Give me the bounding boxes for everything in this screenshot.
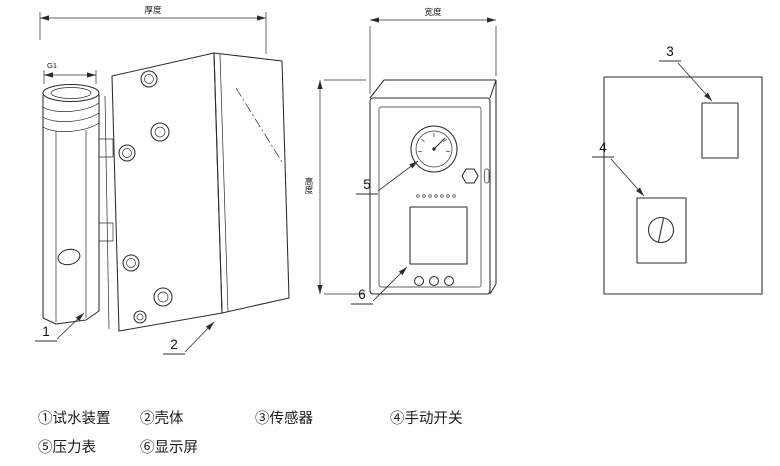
callout-5: 5 xyxy=(356,160,419,195)
thickness-dimension: 厚度 xyxy=(39,5,267,54)
control-buttons xyxy=(413,275,455,287)
callout-1: 1 xyxy=(35,312,85,342)
back-panel xyxy=(603,76,763,295)
front-view: 宽度 高度 xyxy=(304,7,497,305)
manual-switch xyxy=(636,197,687,264)
callout-4-number: 4 xyxy=(599,140,607,155)
legend-item-display: ⑥显示屏 xyxy=(140,439,198,456)
legend-item-manual-switch: ④手动开关 xyxy=(390,410,463,427)
boss-holes xyxy=(118,70,173,324)
callout-1-number: 1 xyxy=(42,324,50,339)
callout-6-number: 6 xyxy=(358,287,366,302)
gauge-ticks xyxy=(418,133,450,153)
legend: ①试水装置 ②壳体 ③传感器 ④手动开关 ⑤压力表 ⑥显示屏 xyxy=(38,410,463,456)
drain-hole xyxy=(57,248,81,266)
callout-5-number: 5 xyxy=(363,177,371,192)
legend-item-pressure-gauge: ⑤压力表 xyxy=(38,439,96,456)
housing xyxy=(111,52,290,332)
callout-6: 6 xyxy=(351,266,408,305)
thread-size-label: G1 xyxy=(47,61,57,70)
gauge-needle xyxy=(433,137,446,150)
back-view: 3 4 xyxy=(592,44,763,295)
callout-3-number: 3 xyxy=(666,44,674,59)
controller-body xyxy=(369,79,497,295)
legend-item-housing: ②壳体 xyxy=(140,410,184,427)
callout-3: 3 xyxy=(659,44,713,102)
thickness-label: 厚度 xyxy=(144,5,162,15)
legend-item-sensor: ③传感器 xyxy=(255,410,313,427)
test-pipe xyxy=(42,83,100,325)
height-label: 高度 xyxy=(304,176,314,195)
display-screen xyxy=(409,206,468,265)
callout-4: 4 xyxy=(592,140,645,197)
side-view: 厚度 G1 xyxy=(35,5,290,355)
callout-2-number: 2 xyxy=(170,337,178,352)
led-dots xyxy=(416,194,456,198)
sensor-block xyxy=(701,102,739,159)
width-dimension: 宽度 xyxy=(369,7,497,94)
callout-2: 2 xyxy=(163,321,215,355)
pressure-gauge xyxy=(410,125,458,173)
width-label: 宽度 xyxy=(424,7,442,17)
thread-dimension: G1 xyxy=(43,61,97,84)
mounting-plate xyxy=(98,95,114,330)
height-dimension: 高度 xyxy=(304,79,366,295)
hex-fitting xyxy=(461,168,490,184)
legend-item-test-device: ①试水装置 xyxy=(38,410,111,427)
